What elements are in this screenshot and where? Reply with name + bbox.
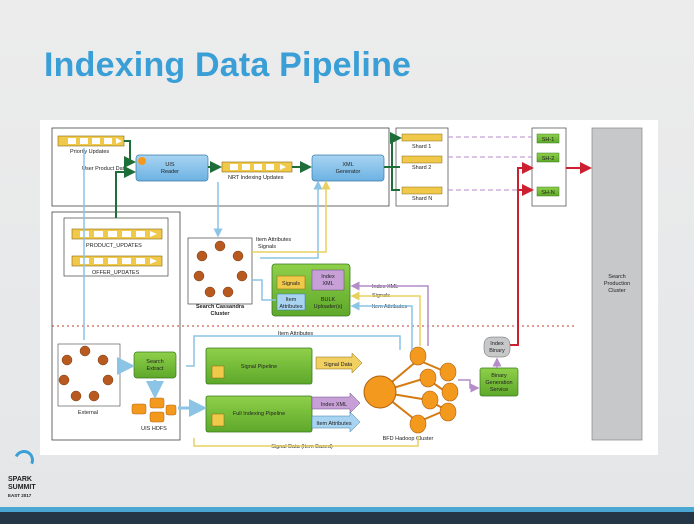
footer-bar bbox=[0, 512, 694, 524]
bulk-uploader-label-2: Uploader(s) bbox=[314, 304, 343, 310]
logo-line2: SUMMIT bbox=[8, 484, 36, 491]
product-updates-label: PRODUCT_UPDATES bbox=[86, 243, 142, 249]
user-product-data-label: User Product Data bbox=[82, 166, 128, 172]
search-production-label-1: Search bbox=[608, 274, 625, 280]
binary-gen-label-1: Binary bbox=[491, 373, 507, 379]
item-attributes-label: Item Attributes bbox=[256, 237, 291, 243]
signal-pipeline-box bbox=[205, 347, 313, 385]
shn-box bbox=[536, 186, 560, 197]
signals-store-label: Signals bbox=[282, 281, 300, 287]
index-xml-store-label-1: Index bbox=[321, 274, 335, 280]
signals-store bbox=[276, 275, 306, 290]
search-production-label-3: Cluster bbox=[608, 288, 626, 294]
shn-label: SH-N bbox=[541, 190, 554, 196]
item-attributes-store-label-2: Attributes bbox=[279, 304, 302, 310]
nrt-updates-queue bbox=[221, 161, 293, 173]
uis-hdfs-label: UIS HDFS bbox=[141, 426, 167, 432]
uis-reader-label-1: UIS bbox=[165, 162, 175, 168]
sh1-label: SH-1 bbox=[542, 137, 555, 143]
queue-group-box bbox=[63, 217, 169, 277]
binary-gen-label-2: Generation bbox=[485, 380, 512, 386]
uis-reader-box bbox=[135, 154, 209, 182]
signal-data-label: Signal Data bbox=[324, 362, 353, 368]
logo-line3: EAST 2017 bbox=[8, 493, 32, 498]
footer-accent bbox=[0, 507, 694, 512]
index-xml-store-label-2: XML bbox=[322, 281, 333, 287]
item-attributes-out-label: Item Attributes bbox=[316, 421, 351, 427]
xml-generator-box bbox=[311, 154, 385, 182]
item-attributes-store-label-1: Item bbox=[286, 297, 297, 303]
hadoop-cluster-icon bbox=[363, 346, 459, 434]
signal-data-arrow bbox=[315, 352, 363, 374]
shard-links bbox=[448, 136, 532, 191]
uis-hdfs-icon bbox=[131, 397, 177, 423]
priority-updates-queue bbox=[57, 135, 125, 147]
shard-queues bbox=[401, 133, 443, 195]
shardn-label: Shard N bbox=[412, 196, 432, 202]
search-production-cluster bbox=[591, 127, 643, 441]
index-binary-label-2: Binary bbox=[489, 348, 505, 354]
spark-icon bbox=[138, 157, 146, 165]
index-xml-out-arrow bbox=[311, 392, 361, 414]
index-xml-store bbox=[311, 269, 345, 291]
shard1-label: Shard 1 bbox=[412, 144, 431, 150]
cassandra-ring-icon bbox=[193, 240, 248, 298]
signal-pipeline-icon bbox=[211, 365, 225, 379]
search-extract-label-2: Extract bbox=[146, 366, 164, 372]
offer-updates-queue bbox=[71, 255, 163, 267]
product-updates-queue bbox=[71, 228, 163, 240]
binary-gen-label-3: Service bbox=[490, 387, 508, 393]
sh2-box bbox=[536, 152, 560, 163]
offer-updates-label: OFFER_UPDATES bbox=[92, 270, 140, 276]
index-xml-out-label: Index XML bbox=[321, 402, 347, 408]
sh1-box bbox=[536, 133, 560, 144]
external-ring-icon bbox=[58, 345, 114, 402]
xml-generator-label-2: Generator bbox=[336, 169, 361, 175]
search-cassandra-label-1: Search Cassandra bbox=[196, 304, 245, 310]
xml-generator-label-1: XML bbox=[342, 162, 353, 168]
item-attributes-out-arrow bbox=[311, 411, 361, 433]
slide-title: Indexing Data Pipeline bbox=[44, 46, 412, 84]
search-production-label-2: Production bbox=[604, 281, 630, 287]
index-binary-store bbox=[483, 336, 511, 358]
priority-updates-label: Priority Updates bbox=[70, 149, 109, 155]
logo-line1: SPARK bbox=[8, 476, 32, 483]
signal-data-item-based-label: Signal Data (Item Based) bbox=[271, 444, 333, 450]
item-attributes-lower-label: Item Attributes bbox=[278, 331, 313, 337]
full-indexing-pipeline-label: Full Indexing Pipeline bbox=[233, 411, 285, 417]
bulk-uploader-label-1: BULK bbox=[321, 297, 336, 303]
external-label: External bbox=[78, 410, 98, 416]
data-flow-connectors bbox=[83, 132, 502, 447]
full-indexing-icon bbox=[211, 413, 225, 427]
binary-distribution-arrows bbox=[507, 162, 592, 346]
sh2-label: SH-2 bbox=[542, 156, 555, 162]
index-binary-label-1: Index bbox=[490, 341, 504, 347]
nrt-indexing-updates-label: NRT Indexing Updates bbox=[228, 175, 284, 181]
uis-reader-label-2: Reader bbox=[161, 169, 179, 175]
signals-label: Signals bbox=[258, 244, 276, 250]
search-cassandra-label-2: Cluster bbox=[211, 311, 231, 317]
item-attributes-arrow-label: Item Attributes bbox=[372, 304, 407, 310]
signal-pipeline-label: Signal Pipeline bbox=[241, 364, 277, 370]
index-xml-arrow-label: Index XML bbox=[372, 284, 398, 290]
search-extract-label-1: Search bbox=[146, 359, 163, 365]
binary-generation-service-box bbox=[479, 367, 519, 397]
bfd-hadoop-label: BFD Hadoop Cluster bbox=[383, 436, 434, 442]
item-attributes-store bbox=[276, 293, 306, 311]
shard2-label: Shard 2 bbox=[412, 165, 431, 171]
search-extract-box bbox=[133, 351, 177, 379]
